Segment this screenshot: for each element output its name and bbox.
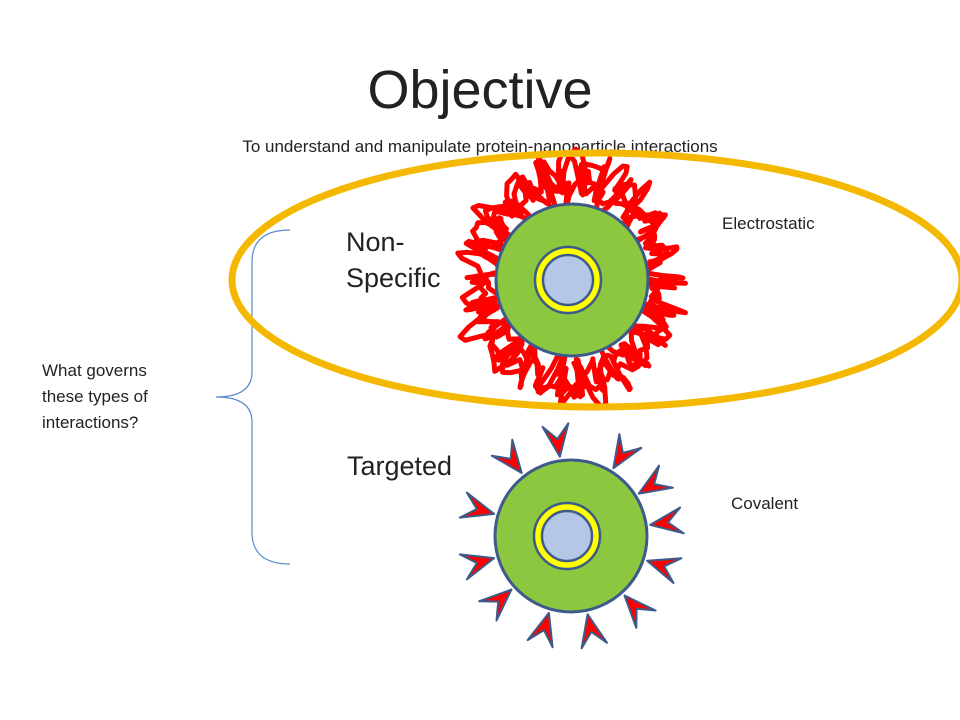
- label-covalent: Covalent: [731, 494, 799, 513]
- targeting-ligands: [458, 422, 685, 650]
- highlight-ellipse: [228, 149, 960, 411]
- label-electrostatic: Electrostatic: [722, 214, 815, 233]
- ligand-arrow: [612, 433, 643, 470]
- grouping-bracket: [215, 229, 291, 565]
- label-targeted: Targeted: [347, 451, 453, 481]
- question-text: What governs these types of interactions…: [42, 361, 148, 432]
- ligand-arrow: [541, 422, 570, 458]
- nanoparticle-targeted: [493, 458, 649, 614]
- ligand-arrow: [526, 611, 554, 649]
- nanoparticle-core: [540, 509, 594, 563]
- slide-title: Objective: [367, 60, 593, 120]
- label-non-specific: Non-Specific: [346, 227, 441, 293]
- ligand-arrow: [458, 553, 496, 581]
- nanoparticle-core: [541, 253, 595, 307]
- ligand-arrow: [458, 491, 496, 519]
- ligand-arrow: [580, 613, 608, 650]
- ligand-arrow: [478, 588, 513, 622]
- nanoparticle-nonspecific: [494, 202, 650, 358]
- ligand-arrow: [649, 506, 685, 535]
- protein-strand: [455, 150, 688, 410]
- ligand-arrow: [646, 557, 683, 584]
- ligand-arrow: [490, 438, 523, 474]
- ligand-arrow: [637, 464, 674, 495]
- ligand-arrow: [623, 594, 657, 629]
